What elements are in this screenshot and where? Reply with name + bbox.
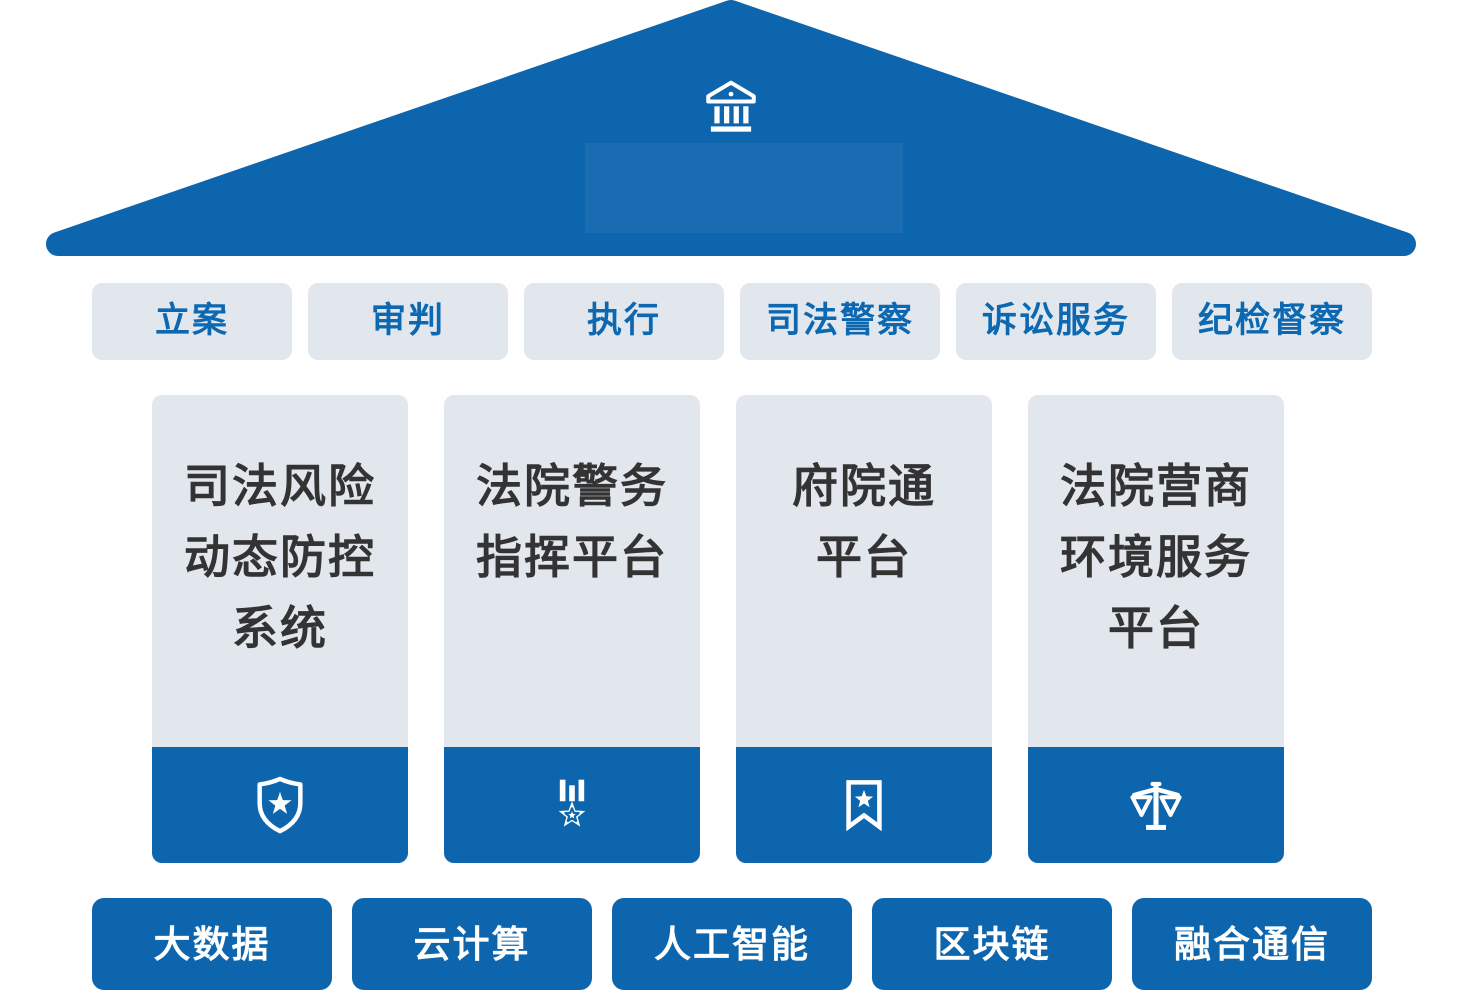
pillar-body: 法院营商 环境服务 平台 (1028, 395, 1284, 747)
tech-label: 云计算 (413, 922, 531, 966)
pillar-title-line: 系统 (232, 601, 328, 655)
pillar-title-line: 动态防控 (184, 530, 376, 584)
function-label: 执行 (586, 301, 661, 341)
pillar-title-line: 府院通 (792, 459, 936, 513)
pillar-title-line: 法院警务 (476, 459, 668, 513)
function-label: 诉讼服务 (981, 301, 1130, 341)
platform-pillar-row: 司法风险 动态防控 系统 法院警务 指挥平台 (152, 395, 1284, 863)
function-label: 审判 (370, 301, 445, 341)
tech-box-ai: 人工智能 (612, 898, 852, 990)
pillar-body: 法院警务 指挥平台 (444, 395, 700, 747)
pillar-title-line: 平台 (1108, 601, 1204, 655)
pillar-icon-panel (1028, 747, 1284, 863)
tech-label: 融合通信 (1174, 922, 1330, 966)
bank-icon (706, 80, 756, 132)
pillar-body: 司法风险 动态防控 系统 (152, 395, 408, 747)
function-label: 司法警察 (765, 301, 914, 341)
function-label: 纪检督察 (1197, 301, 1346, 341)
tech-label: 区块链 (933, 922, 1051, 966)
function-box-susongfuwu: 诉讼服务 (956, 283, 1156, 360)
scales-icon (1130, 781, 1182, 830)
function-box-zhixing: 执行 (524, 283, 724, 360)
tech-box-blockchain: 区块链 (872, 898, 1112, 990)
pillar-business-environment: 法院营商 环境服务 平台 (1028, 395, 1284, 863)
tech-box-converged-comms: 融合通信 (1132, 898, 1372, 990)
bookmark-star-icon (846, 780, 882, 832)
pillar-title: 府院通 平台 (736, 451, 992, 593)
pillar-title-line: 环境服务 (1060, 530, 1252, 584)
pillar-title-line: 司法风险 (184, 459, 376, 513)
pillar-risk-prevention: 司法风险 动态防控 系统 (152, 395, 408, 863)
pillar-icon-panel (152, 747, 408, 863)
shield-star-icon (257, 776, 303, 834)
medal-star-icon (558, 779, 586, 827)
tech-label: 大数据 (153, 922, 271, 966)
pillar-title-line: 指挥平台 (476, 530, 668, 584)
function-box-lian: 立案 (92, 283, 292, 360)
function-box-jijianducha: 纪检督察 (1172, 283, 1372, 360)
function-box-shenpan: 审判 (308, 283, 508, 360)
tech-box-cloud: 云计算 (352, 898, 592, 990)
pillar-police-command: 法院警务 指挥平台 (444, 395, 700, 863)
function-box-sifajingcha: 司法警察 (740, 283, 940, 360)
pillar-icon-panel (736, 747, 992, 863)
roof-highlight-band (585, 143, 903, 233)
business-function-row: 立案 审判 执行 司法警察 诉讼服务 纪检督察 (92, 283, 1372, 360)
pillar-title: 法院警务 指挥平台 (444, 451, 700, 593)
pillar-title: 司法风险 动态防控 系统 (152, 451, 408, 664)
function-label: 立案 (154, 301, 229, 341)
pillar-title-line: 法院营商 (1060, 459, 1252, 513)
technology-row: 大数据 云计算 人工智能 区块链 融合通信 (92, 898, 1372, 990)
pillar-icon-panel (444, 747, 700, 863)
pillar-body: 府院通 平台 (736, 395, 992, 747)
pillar-title: 法院营商 环境服务 平台 (1028, 451, 1284, 664)
pillar-gov-court-link: 府院通 平台 (736, 395, 992, 863)
tech-box-bigdata: 大数据 (92, 898, 332, 990)
pillar-title-line: 平台 (816, 530, 912, 584)
tech-label: 人工智能 (654, 922, 810, 966)
